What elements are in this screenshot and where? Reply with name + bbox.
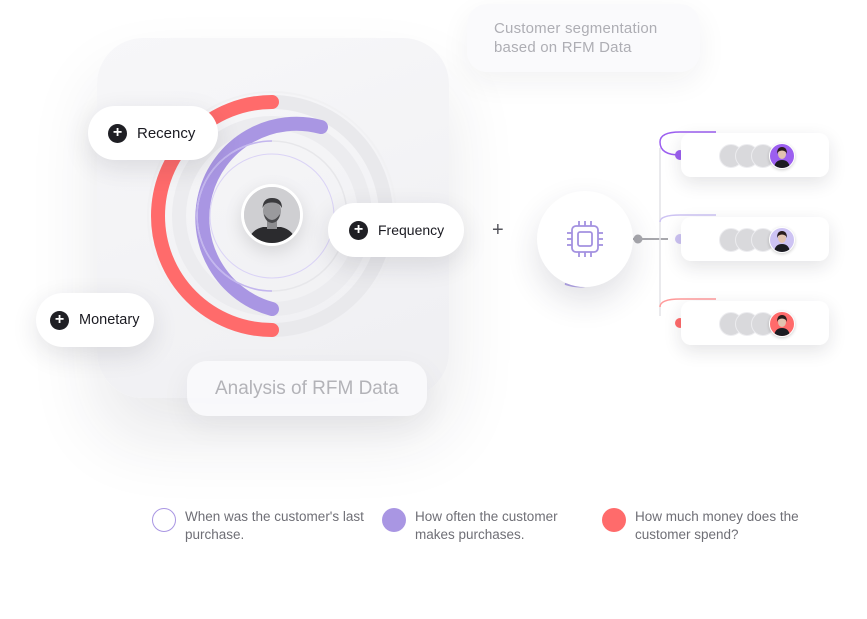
customer-avatar-icon: [769, 227, 795, 253]
plus-icon: +: [50, 310, 69, 330]
plus-icon: +: [108, 123, 127, 143]
segment-card-2: [681, 217, 829, 261]
analysis-label: Analysis of RFM Data: [215, 378, 399, 399]
analysis-pill: Analysis of RFM Data: [187, 361, 427, 416]
legend-frequency: How often the customer makes purchases.: [382, 508, 595, 544]
branch-top: [659, 131, 716, 156]
recency-label: Recency: [137, 124, 196, 142]
page-title: Customer segmentation based on RFM Data: [494, 20, 658, 56]
frequency-pill: + Frequency: [328, 203, 464, 257]
monetary-pill: + Monetary: [36, 293, 154, 347]
customer-avatar-icon: [769, 311, 795, 337]
processor-node: [537, 191, 633, 287]
legend-recency-text: When was the customer's last purchase.: [185, 509, 364, 542]
person-avatar-icon: [244, 187, 300, 243]
outline-circle-icon: [152, 508, 176, 532]
branch-middle: [659, 214, 716, 223]
monetary-label: Monetary: [79, 312, 140, 328]
branch-bottom: [659, 298, 716, 308]
filled-circle-icon: [602, 508, 626, 532]
legend-recency: When was the customer's last purchase.: [152, 508, 365, 544]
legend-frequency-text: How often the customer makes purchases.: [415, 509, 558, 542]
plus-operator: +: [492, 219, 504, 241]
monetary-arc: [151, 95, 279, 337]
segment-card-3: [681, 301, 829, 345]
customer-avatar-icon: [769, 143, 795, 169]
chip-connector-dot: [633, 234, 643, 244]
frequency-label: Frequency: [378, 222, 445, 238]
recency-arc: [196, 140, 273, 292]
center-avatar: [241, 184, 303, 246]
recency-pill: + Recency: [88, 106, 218, 160]
chip-icon: [567, 221, 603, 257]
plus-icon: +: [349, 220, 368, 240]
legend-monetary-text: How much money does the customer spend?: [635, 509, 799, 542]
filled-circle-icon: [382, 508, 406, 532]
segment-card-1: [681, 133, 829, 177]
title-pill: Customer segmentation based on RFM Data: [467, 4, 700, 72]
legend-monetary: How much money does the customer spend?: [602, 508, 805, 544]
frequency-arc: [195, 116, 328, 316]
